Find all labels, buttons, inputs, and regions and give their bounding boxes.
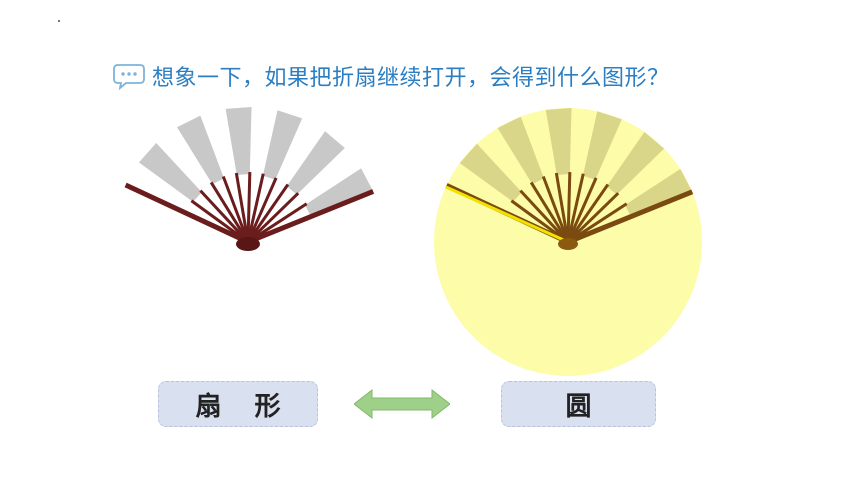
circle-fan-panel xyxy=(569,108,598,176)
fan-rib xyxy=(249,192,300,241)
circle-fan-rib xyxy=(529,181,568,240)
fan-panel xyxy=(286,131,345,195)
circle-fan-rib xyxy=(519,189,567,241)
circle-fan-rib xyxy=(554,172,569,239)
fan-rib xyxy=(199,189,247,241)
fan-panel xyxy=(262,110,303,180)
fan-panel xyxy=(304,168,374,217)
circle-fan-panel xyxy=(545,108,572,175)
fan-paper-panels xyxy=(125,107,374,217)
fan-panel xyxy=(200,108,237,179)
fan-panel xyxy=(138,142,202,202)
fan-panel xyxy=(156,127,213,193)
circle-fan-panel xyxy=(582,111,622,180)
chat-bubble-icon xyxy=(113,64,145,91)
circle-fan-panel xyxy=(606,131,665,195)
fan-rib xyxy=(250,202,308,242)
sector-label: 扇 形 xyxy=(158,381,318,427)
fan-rib xyxy=(246,171,252,239)
circle-fan-rib xyxy=(567,173,585,239)
circle-fan-panel xyxy=(446,163,514,214)
double-arrow-icon xyxy=(354,388,450,420)
fan-panel xyxy=(249,107,278,176)
circle-fan-panel xyxy=(624,168,693,217)
circle-fan-pivot xyxy=(558,238,578,250)
circle-fan-paper-panels xyxy=(446,108,693,217)
question-prompt: 想象一下，如果把折扇继续打开，会得到什么图形？ xyxy=(112,58,670,94)
radius-line xyxy=(445,185,569,244)
fan-rib xyxy=(249,183,290,240)
circle-fan-rib xyxy=(568,177,598,239)
fan-rib xyxy=(221,175,248,239)
circle-fan-rib xyxy=(569,183,610,240)
fan-panel xyxy=(225,107,252,175)
circle-fan-panel xyxy=(520,109,557,179)
fan-panel xyxy=(275,118,325,187)
fan-rib xyxy=(234,172,249,239)
circle-fan-panel xyxy=(476,128,533,193)
fan-rib xyxy=(209,181,248,240)
circle-fan-rib xyxy=(570,202,628,242)
fan-guard-stick xyxy=(124,182,246,243)
fan-panel xyxy=(176,115,225,185)
fan-pivot xyxy=(236,237,260,251)
fan-panel xyxy=(296,147,362,205)
circle-fan-rib xyxy=(566,171,572,239)
fan-rib xyxy=(247,173,265,239)
question-text: 想象一下，如果把折扇继续打开，会得到什么图形？ xyxy=(152,66,670,91)
fan-rib xyxy=(190,199,246,241)
fan-rib xyxy=(248,177,278,239)
circle-fan-rib xyxy=(510,199,566,241)
fan-panel xyxy=(125,162,194,214)
circle-fan-rib xyxy=(569,192,620,241)
circle-fan-panel xyxy=(497,116,545,185)
fan-guard-stick xyxy=(250,189,375,243)
circle-fan-panel xyxy=(616,148,681,205)
circle-fan-panel xyxy=(595,119,645,187)
fan-ribs xyxy=(124,171,375,243)
circle-fan-guard-stick xyxy=(570,189,694,243)
circle-fan-rib xyxy=(541,175,568,239)
circle-label: 圆 xyxy=(501,381,656,427)
circle-fan-panel xyxy=(459,143,522,202)
decorative-dot xyxy=(58,20,60,22)
